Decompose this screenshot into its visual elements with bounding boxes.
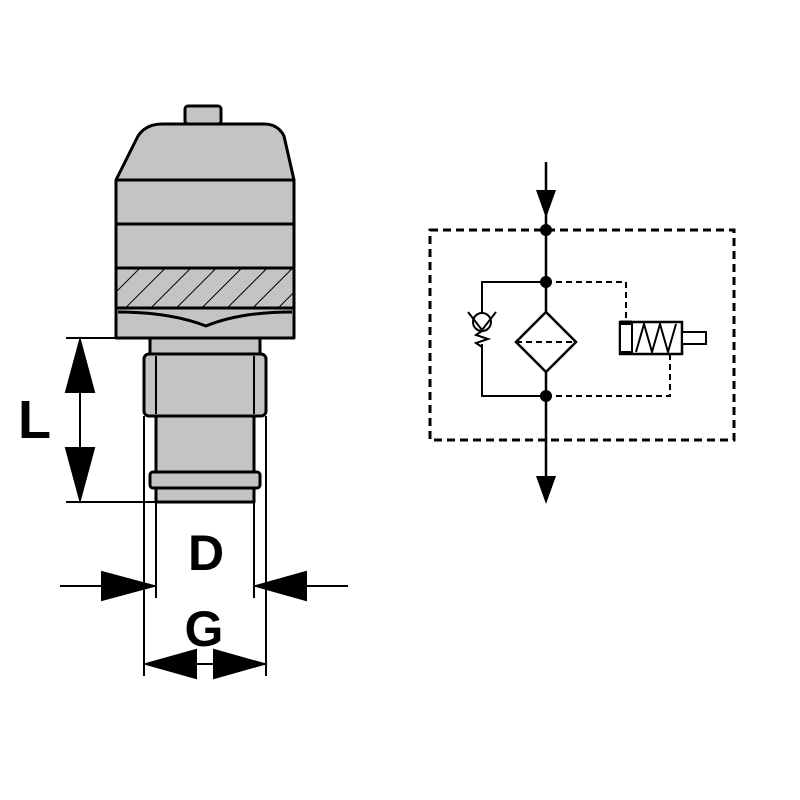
tip bbox=[154, 486, 256, 504]
bypass-spring bbox=[473, 330, 492, 348]
dimension-l-label: L bbox=[18, 390, 51, 450]
middle-band bbox=[114, 222, 296, 270]
dimension-d bbox=[60, 502, 348, 602]
neck bbox=[148, 336, 262, 356]
hex-section bbox=[142, 352, 268, 418]
indicator-spring bbox=[635, 320, 677, 356]
junction-top bbox=[540, 224, 552, 236]
bottom-band-curve bbox=[117, 310, 293, 328]
collar bbox=[148, 470, 262, 490]
hatched-band bbox=[114, 266, 296, 310]
pilot-line-upper bbox=[546, 281, 627, 322]
pilot-line-lower bbox=[546, 350, 671, 397]
filter-body bbox=[114, 104, 296, 504]
inlet-arrow bbox=[536, 190, 556, 218]
lower-stem bbox=[154, 414, 256, 474]
top-nub bbox=[183, 104, 223, 126]
bypass-line bbox=[481, 281, 546, 397]
hydraulic-schematic bbox=[428, 162, 736, 504]
indicator-piston bbox=[619, 323, 633, 353]
indicator-rod bbox=[681, 331, 707, 345]
dome-cap bbox=[114, 122, 296, 182]
check-valve-seat bbox=[467, 311, 497, 332]
dimension-l bbox=[64, 336, 160, 504]
outlet-arrow bbox=[536, 476, 556, 504]
dimension-d-label: D bbox=[188, 525, 224, 581]
dimension-g bbox=[142, 416, 268, 680]
upper-band bbox=[114, 178, 296, 226]
enclosure bbox=[428, 228, 736, 442]
dimension-g-label: G bbox=[185, 601, 224, 657]
